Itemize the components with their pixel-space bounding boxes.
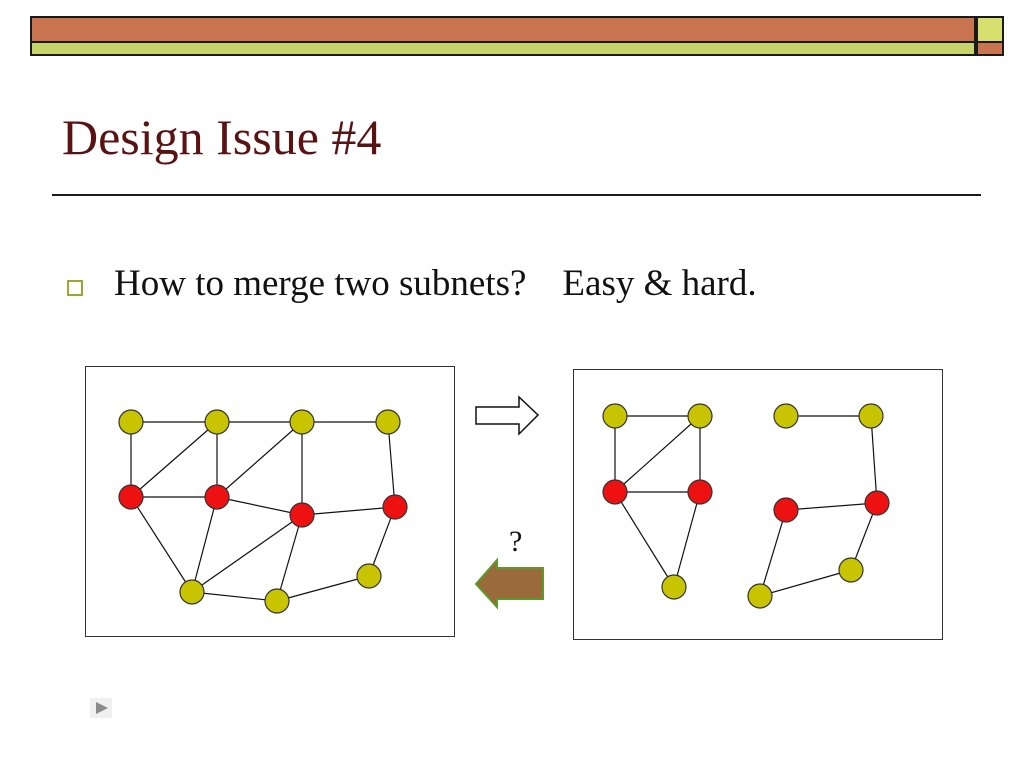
node-yellow xyxy=(838,557,864,583)
question-mark-label: ? xyxy=(509,525,523,558)
node-yellow xyxy=(661,574,687,600)
node-red xyxy=(602,479,628,505)
node-yellow xyxy=(375,409,401,435)
right-graph-nodes xyxy=(602,403,890,609)
top-bar-red-band xyxy=(32,18,974,43)
node-yellow xyxy=(858,403,884,429)
node-yellow xyxy=(264,588,290,614)
merge-right-arrow-icon xyxy=(475,395,540,436)
node-red xyxy=(864,490,890,516)
node-yellow xyxy=(289,409,315,435)
node-yellow xyxy=(118,409,144,435)
node-red xyxy=(382,494,408,520)
node-yellow xyxy=(602,403,628,429)
node-yellow xyxy=(687,403,713,429)
node-red xyxy=(773,497,799,523)
left-graph-edges xyxy=(130,421,396,602)
top-corner-box xyxy=(976,16,1004,56)
node-red xyxy=(118,484,144,510)
top-decorative-bar xyxy=(30,16,976,56)
title-divider xyxy=(52,194,981,196)
top-bar-green-band xyxy=(32,43,974,54)
node-yellow xyxy=(773,403,799,429)
node-yellow xyxy=(356,563,382,589)
split-left-arrow-icon xyxy=(474,557,544,610)
corner-red-band xyxy=(978,43,1002,54)
node-red xyxy=(687,479,713,505)
bullet-question: How to merge two subnets? xyxy=(114,263,527,304)
play-triangle-icon[interactable] xyxy=(90,698,112,718)
node-yellow xyxy=(179,579,205,605)
bullet-answer: Easy & hard. xyxy=(562,263,757,304)
node-red xyxy=(289,502,315,528)
node-yellow xyxy=(747,583,773,609)
bullet-text: How to merge two subnets? Easy & hard. xyxy=(114,265,757,302)
right-graph-edges xyxy=(614,415,878,597)
corner-green-band xyxy=(978,18,1002,43)
node-red xyxy=(204,484,230,510)
node-yellow xyxy=(204,409,230,435)
slide-title: Design Issue #4 xyxy=(62,109,382,165)
square-bullet-icon xyxy=(67,280,83,296)
left-graph-nodes xyxy=(118,409,408,614)
